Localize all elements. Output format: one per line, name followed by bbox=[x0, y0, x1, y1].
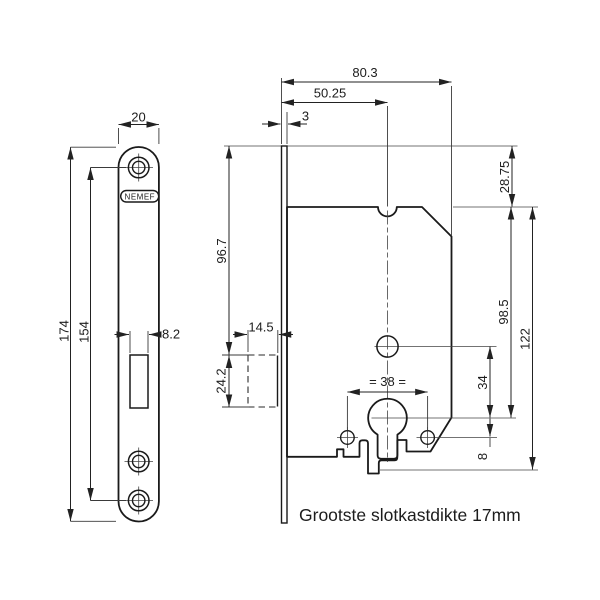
dim-label-80-3: 80.3 bbox=[352, 65, 377, 80]
dim-front-height: 174 bbox=[57, 146, 116, 522]
dim-top-to-case: 28.75 bbox=[497, 146, 516, 207]
dim-label-98-5: 98.5 bbox=[496, 299, 511, 324]
dim-label-8: 8 bbox=[475, 453, 490, 460]
dim-faceplate-thickness: 3 bbox=[262, 109, 309, 144]
dim-latch-slot-width: 8.2 bbox=[114, 327, 180, 353]
lock-case-side-view: 80.3 50.25 3 28.75 96.7 bbox=[214, 65, 538, 524]
latch-slot bbox=[129, 354, 149, 409]
nemef-logo-text: NEMEF bbox=[125, 193, 156, 202]
dim-label-154: 154 bbox=[77, 321, 92, 343]
lock-case-outline bbox=[286, 206, 453, 475]
front-top-screw-hole bbox=[124, 153, 153, 182]
dim-label-28-75: 28.75 bbox=[497, 161, 512, 194]
front-middle-screw-hole bbox=[124, 447, 153, 476]
dim-case-depth: 80.3 bbox=[281, 65, 452, 236]
dim-label-3: 3 bbox=[302, 109, 309, 124]
dim-cylinder-to-screws: 8 bbox=[475, 418, 494, 460]
follower-hole bbox=[376, 335, 399, 358]
dim-follower-to-cylinder: 34 bbox=[475, 346, 494, 418]
dim-screw-spacing: = 38 = bbox=[346, 374, 429, 431]
dim-label-20: 20 bbox=[131, 110, 145, 125]
dim-bolt-height: 24.2 bbox=[214, 354, 249, 408]
dim-front-width: 20 bbox=[118, 110, 160, 144]
dim-label-38: = 38 = bbox=[369, 374, 406, 389]
nemef-logo: NEMEF bbox=[119, 189, 160, 203]
dim-label-122: 122 bbox=[518, 328, 533, 350]
front-bottom-screw-hole bbox=[124, 486, 153, 515]
dim-label-14-5: 14.5 bbox=[248, 320, 273, 335]
dim-label-96-7: 96.7 bbox=[214, 238, 229, 263]
dim-top-to-bolt: 96.7 bbox=[214, 146, 233, 355]
dim-label-24-2: 24.2 bbox=[214, 368, 229, 393]
dim-label-34: 34 bbox=[475, 375, 490, 389]
dim-bolt-throw: 14.5 bbox=[233, 320, 293, 353]
dim-case-height: 122 bbox=[518, 207, 536, 470]
euro-cylinder-hole bbox=[367, 397, 408, 460]
faceplate-front-view: NEMEF 20 174 bbox=[57, 110, 180, 523]
deadbolt-dashed bbox=[247, 354, 279, 408]
dim-backset: 50.25 bbox=[281, 86, 388, 207]
dim-case-to-cylinder: 98.5 bbox=[496, 207, 515, 418]
caption-text: Grootste slotkastdikte 17mm bbox=[299, 505, 521, 525]
dim-label-8-2: 8.2 bbox=[162, 327, 180, 342]
dim-label-50-25: 50.25 bbox=[314, 86, 347, 101]
dim-front-hole-spacing: 154 bbox=[77, 167, 126, 501]
dim-label-174: 174 bbox=[57, 320, 72, 342]
